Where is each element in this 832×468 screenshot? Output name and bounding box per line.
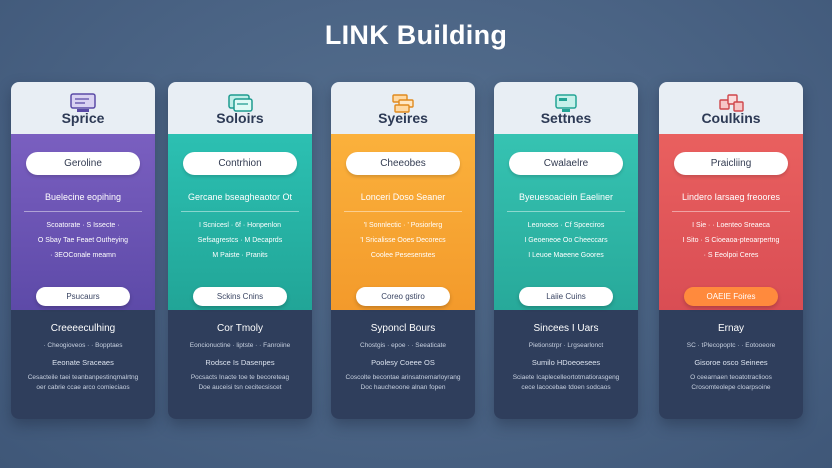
footer-line: Sciaete Icaplecelleortotmatiorasgeng — [512, 374, 620, 381]
card-header: Coulkins — [659, 82, 803, 134]
card-name: Settnes — [540, 110, 592, 126]
footer-line: O ceearnaen teoatotraclioos — [690, 374, 772, 381]
card-header: Syeires — [331, 82, 475, 134]
plan-pill: Geroline — [26, 152, 140, 175]
footer-line: Gisoroe osco Seinees — [694, 358, 768, 367]
card-description: Byeuesoaciein Eaeliner — [518, 192, 614, 202]
page-title: LINK Building — [324, 20, 508, 50]
footer-line: Eoncionuctine · liptste · · Fanroiine — [189, 342, 291, 349]
footer-line: · Cheogioveos · · Bopptaes — [43, 342, 123, 349]
plan-pill: Praicliing — [674, 152, 788, 175]
database-icon — [228, 94, 253, 112]
footer-line: Pietionstrpr · Lrgsearlonct — [528, 342, 604, 349]
plan-pill: Cheeobes — [346, 152, 460, 175]
footer-line: Eeonate Sraceaes — [52, 358, 114, 367]
feature-item: · 3EOConale meamn — [50, 252, 116, 259]
feature-item: 'I Sricalisse Ooes Decorecs — [360, 237, 446, 244]
footer-line: Coscolte becontae arinsatnemarloyrang — [345, 374, 461, 381]
footer-line: Chostgis · epoe · · Seeaticate — [360, 342, 446, 349]
feature-item: · S Eeolpoi Ceres — [703, 252, 759, 259]
card-footer: Cor Tmoly Eoncionuctine · liptste · · Fa… — [168, 310, 312, 419]
card-cta-button[interactable]: Psucaurs — [36, 287, 130, 306]
feature-item: O Sbay Tae Feaet Outheying — [37, 237, 129, 244]
feature-item: Sefsagrestcs · M Decaprds — [197, 237, 283, 244]
plan-pill: Cwalaelre — [509, 152, 623, 175]
card-footer: Creeeeculhing · Cheogioveos · · Bopptaes… — [11, 310, 155, 419]
footer-line: oer cabrie ccae arco comieciaos — [36, 384, 130, 391]
card-footer: Ernay SC · tPlecopoptc · · Eotooeore Gis… — [659, 310, 803, 419]
footer-line: Pocsacts Inacte toe te becoreteag — [190, 374, 290, 381]
card-body: Geroline Buelecine eopihing Scoatorate ·… — [11, 134, 155, 310]
feature-item: I Leuoe Maeene Goores — [528, 252, 604, 259]
card-cta-button[interactable]: Coreo gstiro — [356, 287, 450, 306]
feature-item: M Paiste · Pranits — [212, 252, 268, 259]
feature-item: I Scnicesl · 6f · Honpenlon — [198, 222, 282, 229]
card-description: Lonceri Doso Seaner — [360, 192, 446, 202]
card-header: Sprice — [11, 82, 155, 134]
footer-title: Sincees I Uars — [533, 323, 599, 334]
footer-line: cece lacocebae tdoen sodcaos — [521, 384, 611, 391]
card-body: Contrhion Gercane bseagheaotor Ot I Scni… — [168, 134, 312, 310]
card-description: Lindero Iarsaeg freoores — [681, 192, 781, 202]
footer-line: SC · tPlecopoptc · · Eotooeore — [686, 342, 776, 349]
footer-title: Syponcl Bours — [370, 323, 436, 334]
card-footer: Syponcl Bours Chostgis · epoe · · Seeati… — [331, 310, 475, 419]
card-cta-button[interactable]: OAEIE Foires — [684, 287, 778, 306]
plan-pill: Contrhion — [183, 152, 297, 175]
divider — [181, 211, 299, 212]
footer-line: Sumilo HDoeoesees — [531, 358, 601, 367]
card-body: Cwalaelre Byeuesoaciein Eaeliner Leonoeo… — [494, 134, 638, 310]
card-header: Settnes — [494, 82, 638, 134]
card-name: Syeires — [378, 110, 428, 126]
feature-item: I Geoeneoe Oo Cheeccars — [524, 237, 608, 244]
feature-item: I Sie · · Loenteo Sreaeca — [692, 222, 770, 229]
footer-line: Doc haucheoone alnan fopen — [360, 384, 446, 391]
pricing-cards: Sprice Geroline Buelecine eopihing Scoat… — [0, 82, 832, 422]
card-description: Buelecine eopihing — [44, 192, 122, 202]
footer-line: Doe auceisi tsn cecitecsiscet — [198, 384, 282, 391]
card-body: Cheeobes Lonceri Doso Seaner 'I Sonnlect… — [331, 134, 475, 310]
monitor-icon — [555, 94, 577, 112]
divider — [344, 211, 462, 212]
card-coulkins: Coulkins Praicliing Lindero Iarsaeg freo… — [659, 82, 803, 419]
feature-item: 'I Sonnlectic · ' Posiorlerg — [363, 222, 443, 229]
card-name: Soloirs — [216, 110, 264, 126]
card-cta-button[interactable]: Sckins Cnins — [193, 287, 287, 306]
feature-item: Scoatorate · S Issecte · — [46, 222, 120, 229]
card-sprice: Sprice Geroline Buelecine eopihing Scoat… — [11, 82, 155, 419]
footer-line: Crosomteolepe cloarpsoine — [691, 384, 771, 391]
card-footer: Sincees I Uars Pietionstrpr · Lrgsearlon… — [494, 310, 638, 419]
card-cta-button[interactable]: Laiie Cuins — [519, 287, 613, 306]
feature-item: Coolee Pesesenstes — [370, 252, 436, 259]
card-name: Coulkins — [701, 110, 761, 126]
card-settnes: Settnes Cwalaelre Byeuesoaciein Eaeliner… — [494, 82, 638, 419]
card-name: Sprice — [61, 110, 105, 126]
footer-line: Rodsce Is Dasenpes — [205, 358, 275, 367]
feature-item: I Sito · S Cioeaoa-pteoarpertng — [682, 237, 780, 244]
divider — [672, 211, 790, 212]
feature-item: Leonoeos · Cf Spceciros — [527, 222, 605, 229]
footer-title: Cor Tmoly — [217, 323, 263, 334]
card-soloirs: Soloirs Contrhion Gercane bseagheaotor O… — [168, 82, 312, 419]
card-header: Soloirs — [168, 82, 312, 134]
card-description: Gercane bseagheaotor Ot — [187, 192, 293, 202]
cubes-icon — [719, 94, 744, 112]
layers-icon — [392, 94, 414, 113]
card-syeires: Syeires Cheeobes Lonceri Doso Seaner 'I … — [331, 82, 475, 419]
footer-line: Poolesy Coeee OS — [371, 358, 435, 367]
footer-line: Cesacteile taei teanbanpestinqmalrtng — [27, 374, 139, 381]
divider — [24, 211, 142, 212]
footer-title: Creeeeculhing — [50, 323, 116, 334]
server-icon — [70, 93, 96, 112]
divider — [507, 211, 625, 212]
footer-title: Ernay — [717, 323, 745, 334]
card-body: Praicliing Lindero Iarsaeg freoores I Si… — [659, 134, 803, 310]
